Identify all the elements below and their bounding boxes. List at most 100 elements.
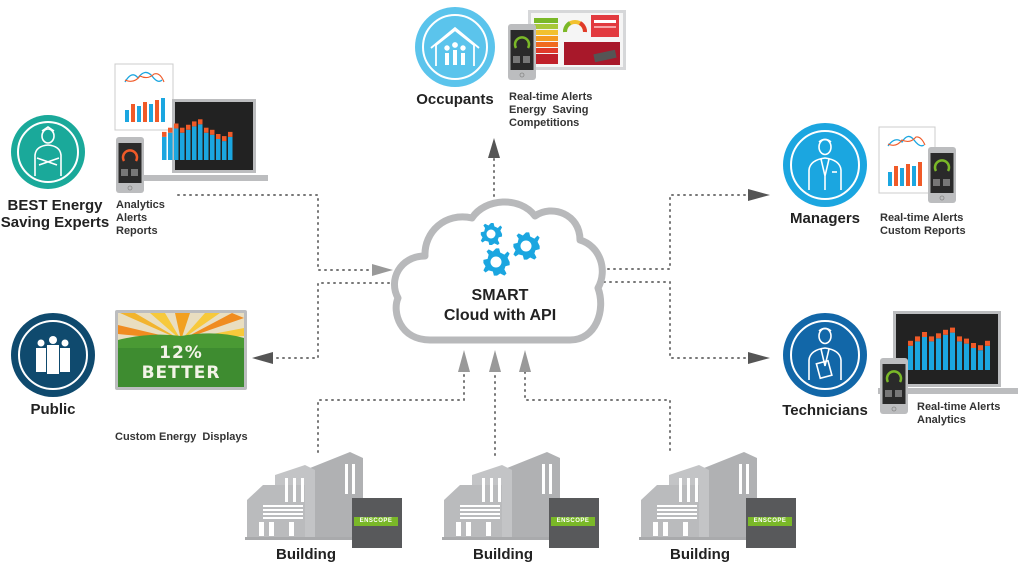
bar xyxy=(985,345,990,370)
connector-experts-to-cloud xyxy=(177,194,373,271)
occupants-features: Real-time Alerts Energy Saving Competiti… xyxy=(509,91,592,130)
building-label: Building xyxy=(670,546,730,563)
bar xyxy=(204,132,209,160)
bar-cap xyxy=(957,336,962,342)
experts-label-line2: Saving Experts xyxy=(0,214,110,231)
managers-badge xyxy=(783,123,867,207)
feature-item: Energy Saving xyxy=(509,104,589,116)
building-label: Building xyxy=(276,546,336,563)
technician-clipboard-icon xyxy=(808,327,842,380)
building-icon xyxy=(639,452,796,548)
bar-cap xyxy=(943,329,948,335)
bar-cap xyxy=(162,131,167,137)
connector-cloud-to-managers xyxy=(595,194,749,270)
building-label: Building xyxy=(473,546,533,563)
bar xyxy=(210,134,215,160)
bar xyxy=(198,124,203,160)
buildings xyxy=(245,452,796,548)
smart-cloud xyxy=(391,198,606,344)
bar xyxy=(915,341,920,370)
bar-cap xyxy=(950,327,955,333)
bar xyxy=(180,132,185,160)
enscope-badge: ENSCOPE xyxy=(748,517,792,526)
bar xyxy=(964,343,969,370)
feature-item: Competitions xyxy=(509,117,580,129)
public-features: Custom Energy Displays xyxy=(115,405,248,457)
building-icon xyxy=(442,452,599,548)
bar-cap xyxy=(971,343,976,348)
bar-cap xyxy=(198,119,203,125)
bar-cap xyxy=(174,123,179,129)
role-experts xyxy=(11,63,268,194)
laptop-bar-chart xyxy=(908,327,990,370)
public-label: Public xyxy=(30,401,76,418)
technicians-badge xyxy=(783,313,867,397)
bar xyxy=(950,332,955,370)
role-technicians xyxy=(783,311,1018,415)
laptop-bar-chart xyxy=(162,119,233,160)
arrowhead-to-occupants xyxy=(488,138,500,158)
bar-cap xyxy=(978,345,983,351)
bar-cap xyxy=(168,127,173,133)
feature-item: Real-time Alerts xyxy=(509,91,593,103)
bar-cap xyxy=(985,340,990,346)
bar xyxy=(174,128,179,160)
managers-features: Real-time Alerts Custom Reports xyxy=(880,212,966,238)
feature-item: Reports xyxy=(116,225,158,237)
role-managers xyxy=(783,123,957,207)
bar xyxy=(216,139,221,160)
cloud-label: SMART Cloud with API xyxy=(420,286,580,326)
connector-building1-to-cloud xyxy=(317,371,465,453)
role-public xyxy=(11,310,247,397)
arrowhead-building1 xyxy=(458,350,470,372)
businessman-icon xyxy=(808,138,842,190)
house-people-icon xyxy=(430,26,480,66)
bar-cap xyxy=(186,124,191,130)
feature-item: Custom Energy Displays xyxy=(115,431,248,443)
connector-building3-to-cloud xyxy=(524,371,671,453)
bar-cap xyxy=(228,131,233,137)
experts-badge xyxy=(11,115,85,189)
bar-cap xyxy=(192,121,197,127)
bar-cap xyxy=(915,336,920,342)
bar xyxy=(162,136,167,160)
connector-cloud-to-public xyxy=(274,282,396,359)
role-occupants xyxy=(415,7,626,87)
feature-item: Real-time Alerts xyxy=(880,212,964,224)
feature-item: Alerts xyxy=(116,212,148,224)
display-better-text: 12% BETTER xyxy=(141,343,221,383)
building-icon xyxy=(245,452,402,548)
connectors xyxy=(177,157,749,456)
expert-person-icon xyxy=(34,126,62,176)
bar xyxy=(957,341,962,370)
family-icon xyxy=(36,336,70,374)
bar-cap xyxy=(210,129,215,135)
bar-cap xyxy=(908,340,913,346)
bar xyxy=(192,126,197,160)
arrowhead-building3 xyxy=(519,350,531,372)
connector-cloud-to-technicians xyxy=(597,281,749,359)
bar-cap xyxy=(204,127,209,133)
bar xyxy=(929,341,934,370)
arrowhead-to-public xyxy=(252,352,273,364)
feature-item: Real-time Alerts xyxy=(917,401,1001,413)
technicians-label: Technicians xyxy=(782,402,868,419)
bar xyxy=(168,132,173,160)
bar-cap xyxy=(936,333,941,339)
bar xyxy=(222,141,227,160)
bar-cap xyxy=(222,136,227,142)
arrowhead-building2 xyxy=(489,350,501,372)
arrowhead-to-technicians xyxy=(748,352,770,364)
arrowheads xyxy=(252,138,770,372)
bar xyxy=(186,129,191,160)
experts-features: Analytics Alerts Reports xyxy=(116,199,165,238)
bar xyxy=(971,348,976,370)
feature-item: Analytics xyxy=(917,414,966,426)
cloud-label-line2: Cloud with API xyxy=(443,307,557,324)
technicians-features: Real-time Alerts Analytics xyxy=(917,401,1000,427)
experts-label-line1: BEST Energy xyxy=(7,197,103,214)
dashboard-energy-scale xyxy=(534,18,558,64)
bar xyxy=(978,350,983,370)
